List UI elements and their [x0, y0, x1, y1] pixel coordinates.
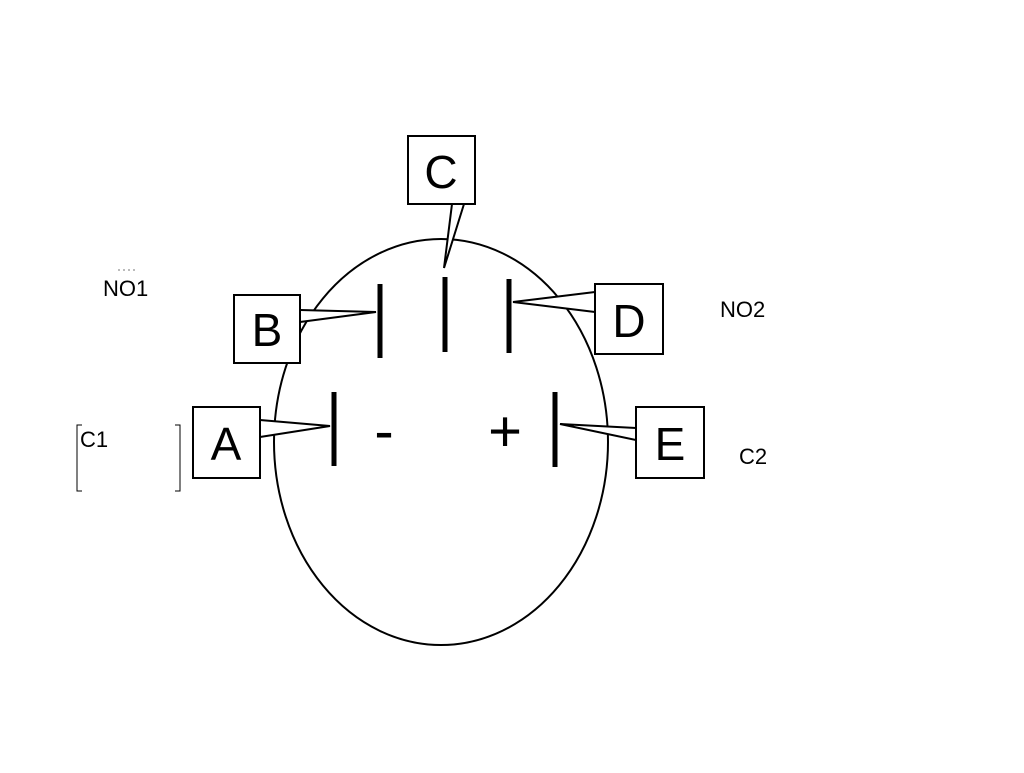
callout-e-box — [635, 406, 705, 479]
callout-a-pointer — [259, 419, 331, 438]
connector-body-outline — [273, 238, 609, 646]
callout-e: E — [559, 406, 705, 479]
callout-d: D — [512, 283, 664, 355]
label-c1: C1 — [80, 427, 109, 452]
callout-a: A — [192, 406, 331, 479]
label-no2: NO2 — [720, 297, 766, 322]
callout-c: C — [407, 135, 476, 269]
callout-e-pointer — [559, 423, 637, 441]
label-no1: NO1 — [103, 276, 149, 301]
callout-b-pointer — [299, 309, 377, 323]
positive-sign: + — [488, 399, 522, 464]
c1-right-bracket — [175, 424, 181, 492]
c1-left-bracket — [76, 424, 82, 492]
callout-c-box — [407, 135, 476, 205]
callout-d-box — [594, 283, 664, 355]
callout-c-letter: C — [424, 146, 457, 198]
callout-d-letter: D — [612, 295, 645, 347]
callout-c-pointer — [443, 203, 465, 269]
callout-b-letter: B — [252, 304, 283, 356]
callout-d-pointer — [512, 291, 596, 313]
callout-e-letter: E — [655, 418, 686, 470]
callout-b: B — [233, 294, 377, 364]
negative-sign: - — [374, 399, 393, 464]
callout-b-box — [233, 294, 301, 364]
label-c2: C2 — [739, 444, 768, 469]
callout-a-box — [192, 406, 261, 479]
callout-a-letter: A — [211, 418, 242, 470]
